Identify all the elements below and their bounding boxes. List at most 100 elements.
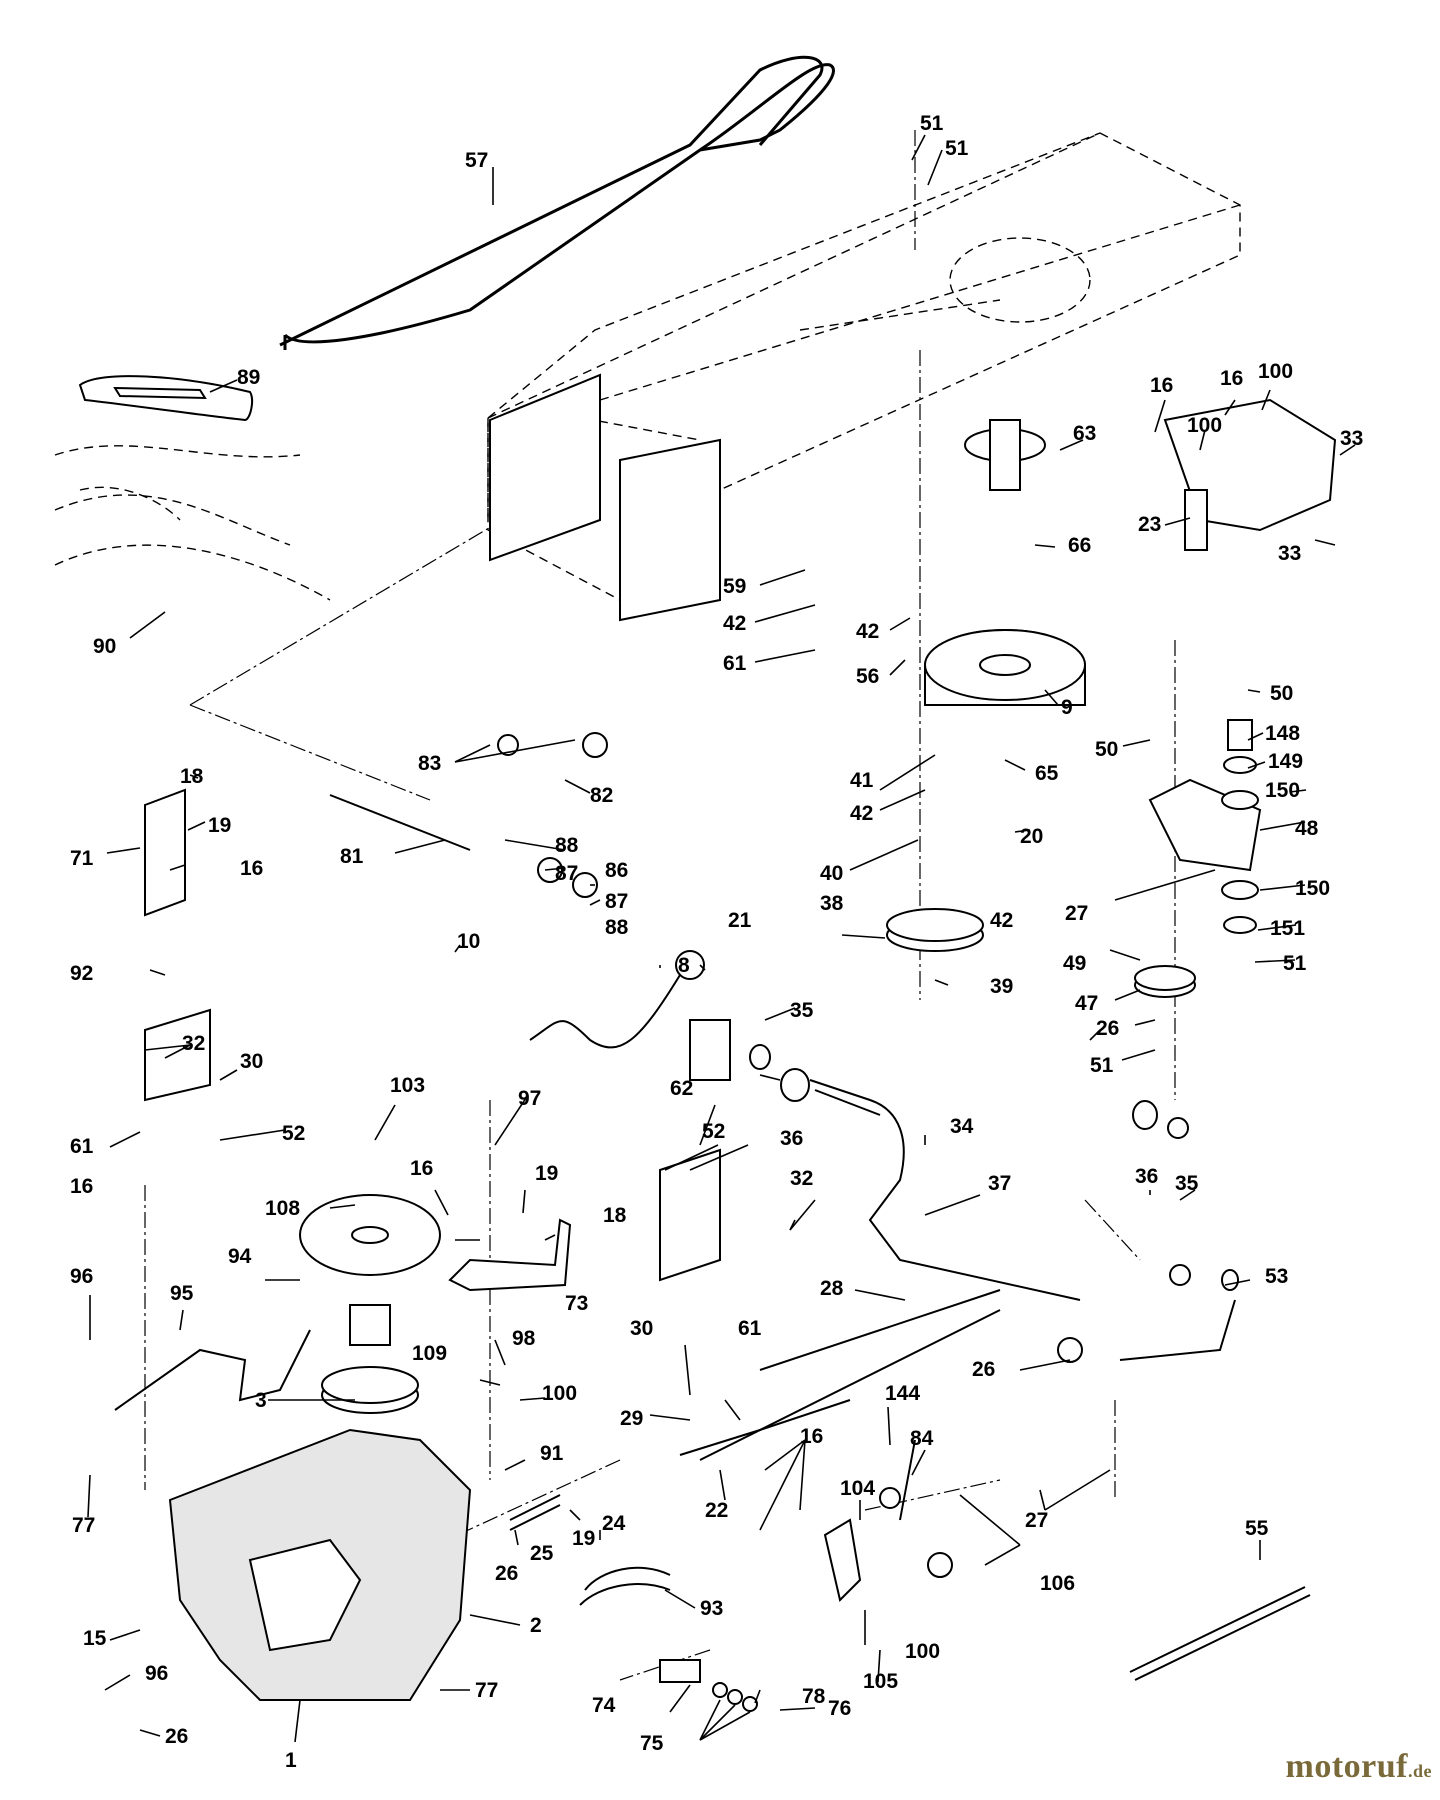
callout-86: 86 bbox=[605, 859, 628, 882]
callout-33: 33 bbox=[1278, 542, 1301, 565]
callout-61: 61 bbox=[738, 1317, 762, 1340]
callout-92: 92 bbox=[70, 962, 93, 985]
callout-19: 19 bbox=[535, 1162, 558, 1185]
callout-105: 105 bbox=[863, 1670, 898, 1693]
callout-96: 96 bbox=[70, 1265, 93, 1288]
callout-55: 55 bbox=[1245, 1517, 1269, 1540]
callout-97: 97 bbox=[518, 1087, 541, 1110]
callout-51: 51 bbox=[920, 112, 944, 135]
callout-26: 26 bbox=[972, 1358, 995, 1381]
callout-41: 41 bbox=[850, 769, 874, 792]
callout-40: 40 bbox=[820, 862, 843, 885]
callout-61: 61 bbox=[723, 652, 747, 675]
callout-76: 76 bbox=[828, 1697, 851, 1720]
watermark-name: motoruf bbox=[1285, 1748, 1408, 1785]
callout-96: 96 bbox=[145, 1662, 168, 1685]
callout-71: 71 bbox=[70, 847, 94, 870]
callout-75: 75 bbox=[640, 1732, 664, 1755]
callout-51: 51 bbox=[945, 137, 969, 160]
callout-1: 1 bbox=[285, 1749, 297, 1772]
callout-26: 26 bbox=[1096, 1017, 1119, 1040]
callout-51: 51 bbox=[1283, 952, 1307, 975]
callout-150: 150 bbox=[1295, 877, 1330, 900]
callout-35: 35 bbox=[1175, 1172, 1199, 1195]
callout-16: 16 bbox=[1220, 367, 1243, 390]
callout-3: 3 bbox=[255, 1389, 267, 1412]
callout-52: 52 bbox=[282, 1122, 305, 1145]
callout-34: 34 bbox=[950, 1115, 974, 1138]
callout-103: 103 bbox=[390, 1074, 425, 1097]
callout-87: 87 bbox=[605, 890, 628, 913]
callout-16: 16 bbox=[800, 1425, 823, 1448]
callout-93: 93 bbox=[700, 1597, 723, 1620]
callout-106: 106 bbox=[1040, 1572, 1075, 1595]
callout-32: 32 bbox=[790, 1167, 813, 1190]
callout-88: 88 bbox=[555, 834, 579, 857]
callout-2: 2 bbox=[530, 1614, 542, 1637]
callout-74: 74 bbox=[592, 1694, 616, 1717]
callout-53: 53 bbox=[1265, 1265, 1288, 1288]
callout-21: 21 bbox=[728, 909, 752, 932]
callout-144: 144 bbox=[885, 1382, 920, 1405]
callout-100: 100 bbox=[542, 1382, 577, 1405]
callout-37: 37 bbox=[988, 1172, 1011, 1195]
callout-27: 27 bbox=[1025, 1509, 1048, 1532]
callout-148: 148 bbox=[1265, 722, 1300, 745]
callout-83: 83 bbox=[418, 752, 441, 775]
callout-23: 23 bbox=[1138, 513, 1161, 536]
callout-56: 56 bbox=[856, 665, 879, 688]
callout-29: 29 bbox=[620, 1407, 643, 1430]
callout-20: 20 bbox=[1020, 825, 1043, 848]
callout-100: 100 bbox=[1187, 414, 1222, 437]
callout-42: 42 bbox=[723, 612, 746, 635]
callout-94: 94 bbox=[228, 1245, 252, 1268]
callout-151: 151 bbox=[1270, 917, 1305, 940]
callout-150: 150 bbox=[1265, 779, 1300, 802]
callout-26: 26 bbox=[495, 1562, 518, 1585]
callout-100: 100 bbox=[905, 1640, 940, 1663]
body-outline bbox=[54, 445, 331, 601]
assembly-lines bbox=[144, 130, 1176, 1681]
callout-10: 10 bbox=[457, 930, 480, 953]
drive-belt bbox=[279, 55, 835, 350]
callout-91: 91 bbox=[540, 1442, 564, 1465]
callout-42: 42 bbox=[990, 909, 1013, 932]
callout-24: 24 bbox=[602, 1512, 626, 1535]
chassis-frame bbox=[487, 132, 1241, 602]
callout-16: 16 bbox=[410, 1157, 433, 1180]
parts bbox=[114, 373, 1337, 1712]
callout-38: 38 bbox=[820, 892, 844, 915]
callout-66: 66 bbox=[1068, 534, 1091, 557]
seat-plate-slot bbox=[113, 386, 207, 400]
callout-35: 35 bbox=[790, 999, 814, 1022]
leader-lines bbox=[87, 134, 1356, 1743]
callout-19: 19 bbox=[572, 1527, 595, 1550]
callout-90: 90 bbox=[93, 635, 116, 658]
callout-19: 19 bbox=[208, 814, 231, 837]
callout-88: 88 bbox=[605, 916, 629, 939]
callout-30: 30 bbox=[240, 1050, 263, 1073]
callout-98: 98 bbox=[512, 1327, 536, 1350]
callout-36: 36 bbox=[780, 1127, 803, 1150]
callout-32: 32 bbox=[182, 1032, 205, 1055]
callout-52: 52 bbox=[702, 1120, 725, 1143]
callout-95: 95 bbox=[170, 1282, 194, 1305]
watermark-tld: .de bbox=[1408, 1761, 1432, 1781]
callout-33: 33 bbox=[1340, 427, 1363, 450]
callout-18: 18 bbox=[603, 1204, 627, 1227]
callout-47: 47 bbox=[1075, 992, 1098, 1015]
callout-16: 16 bbox=[1150, 374, 1173, 397]
callout-100: 100 bbox=[1258, 360, 1293, 383]
callout-77: 77 bbox=[72, 1514, 95, 1537]
callout-51: 51 bbox=[1090, 1054, 1114, 1077]
callout-63: 63 bbox=[1073, 422, 1096, 445]
callout-57: 57 bbox=[465, 149, 488, 172]
callout-9: 9 bbox=[1061, 696, 1073, 719]
callout-73: 73 bbox=[565, 1292, 588, 1315]
callout-22: 22 bbox=[705, 1499, 728, 1522]
callout-15: 15 bbox=[83, 1627, 107, 1650]
callout-25: 25 bbox=[530, 1542, 554, 1565]
callout-48: 48 bbox=[1295, 817, 1319, 840]
callout-42: 42 bbox=[856, 620, 879, 643]
callout-39: 39 bbox=[990, 975, 1013, 998]
